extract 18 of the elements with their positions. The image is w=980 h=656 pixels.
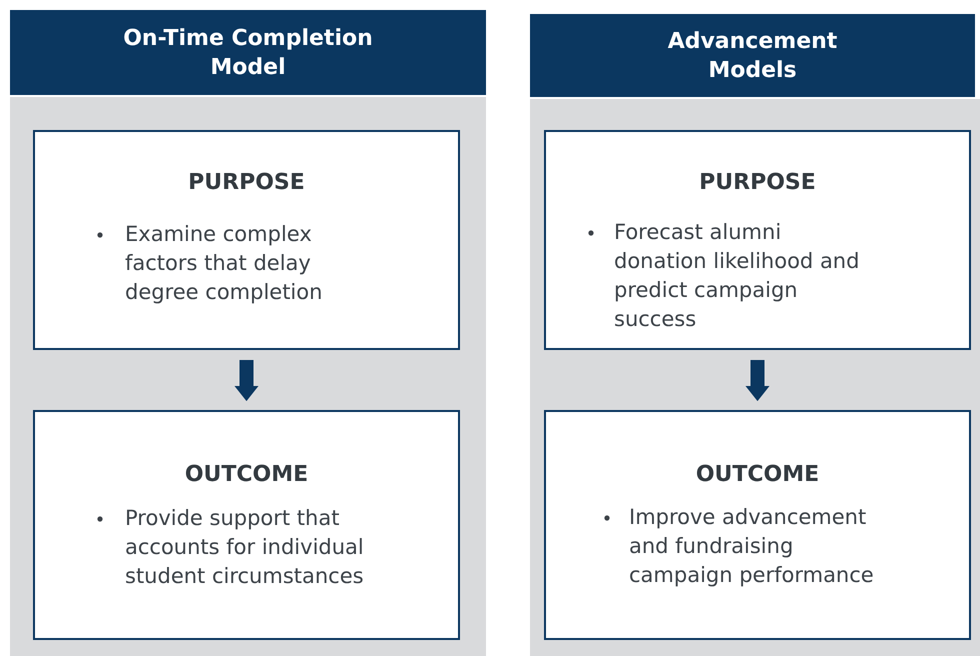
content-box: [544, 130, 971, 350]
bullet-text: Forecast alumni donation likelihood and predict campaign success: [614, 219, 860, 333]
content-box: [33, 130, 460, 350]
section-heading: OUTCOME: [694, 462, 820, 487]
down-arrow: [234, 360, 258, 402]
section-heading: OUTCOME: [184, 462, 310, 487]
bullet-text: Provide support that accounts for individual student circumstances: [125, 505, 365, 590]
bullet-text: Examine complex factors that delay degree completion: [125, 221, 324, 306]
column-title: On-Time Completion Model: [122, 24, 374, 82]
header-band: [530, 14, 975, 97]
content-box: [544, 410, 971, 640]
content-box: [33, 410, 460, 640]
section-heading: PURPOSE: [187, 170, 306, 195]
header-band: [10, 10, 486, 95]
column-title: Advancement Models: [666, 28, 838, 84]
bullet-text: Improve advancement and fundraising campaign performance: [629, 504, 875, 589]
down-arrow: [746, 360, 770, 402]
section-heading: PURPOSE: [698, 170, 817, 195]
